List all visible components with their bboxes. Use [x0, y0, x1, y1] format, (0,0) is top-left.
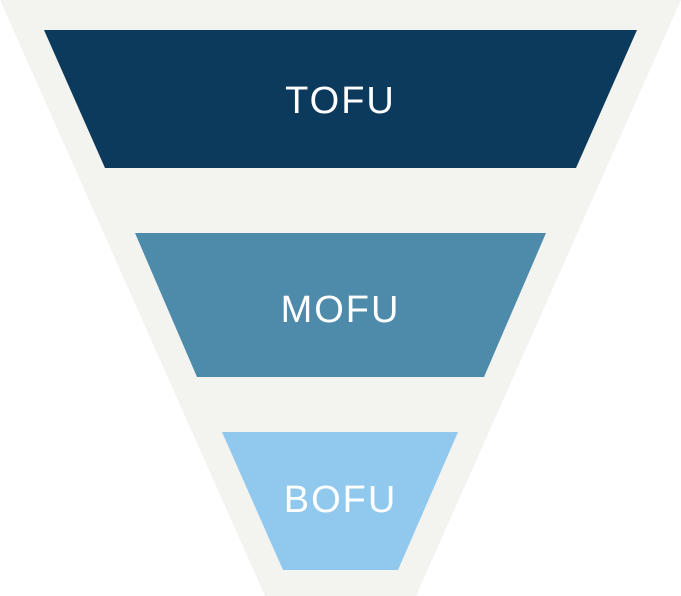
- funnel-stage-bofu: [222, 432, 458, 570]
- funnel-stage-mofu: [135, 233, 546, 377]
- funnel-stage-tofu: [44, 30, 637, 168]
- funnel-stage-bofu-label: BOFU: [284, 479, 398, 521]
- funnel-stage-mofu-label: MOFU: [281, 289, 401, 331]
- funnel-stage-tofu-label: TOFU: [285, 80, 396, 122]
